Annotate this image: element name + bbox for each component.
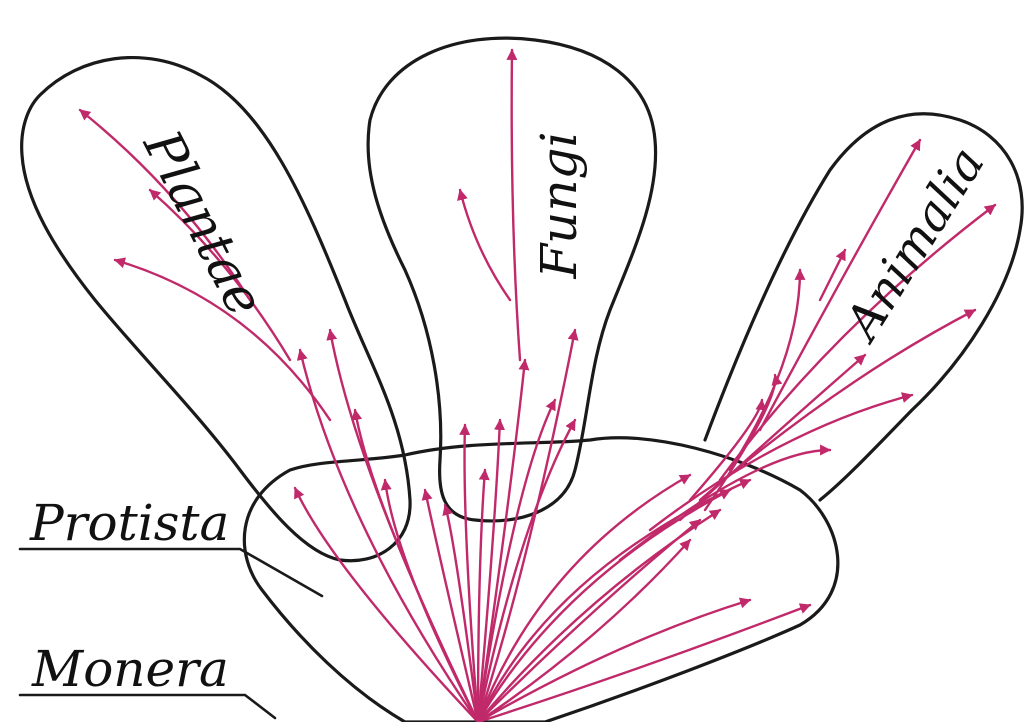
branch-arrow: [820, 250, 845, 300]
branch-arrow: [512, 50, 520, 360]
branch-arrow: [620, 450, 830, 560]
monera-label: Monera: [31, 640, 229, 698]
branch-arrow: [478, 540, 690, 722]
fungi-label: Fungi: [530, 131, 588, 279]
plantae-label: Plantae: [131, 120, 275, 325]
monera-leader-line: [20, 695, 275, 718]
branch-arrow: [330, 330, 478, 722]
animalia-label: Animalia: [832, 137, 995, 352]
branch-arrow: [700, 310, 975, 500]
branch-arrow: [460, 190, 510, 300]
protista-leader-line: [20, 549, 322, 596]
branch-arrow: [355, 410, 478, 722]
protista-label: Protista: [29, 494, 229, 552]
branch-arrow: [720, 205, 995, 480]
branch-arrow: [680, 355, 865, 520]
